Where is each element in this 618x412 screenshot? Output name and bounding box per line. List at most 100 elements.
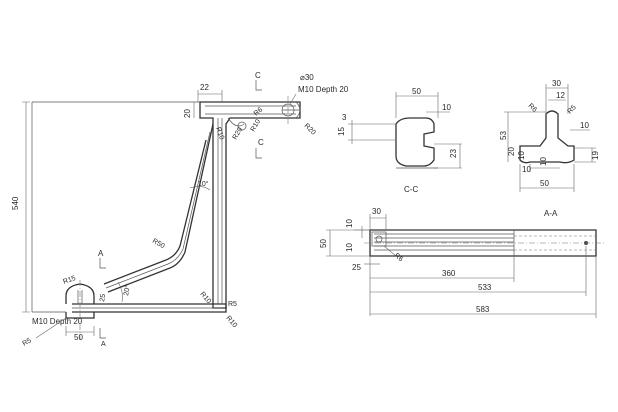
slanted-arm-inner [103, 139, 207, 285]
section-cc-dim-top-text: 50 [412, 87, 421, 96]
hole-thread-text: M10 Depth 20 [298, 85, 349, 94]
radius-r20-b-text: R20 [303, 122, 317, 136]
section-aa-profile [519, 110, 575, 164]
bottom-view-dim-10-top [354, 226, 370, 238]
bottom-view-dim-360-text: 360 [442, 269, 456, 278]
radius-r5-left-text: R5 [22, 337, 33, 348]
radius-r15-text: R15 [62, 275, 77, 286]
bottom-view-dim-360-line [370, 256, 515, 282]
radius-r10-a-text: R10 [250, 118, 263, 133]
section-aa-dim-right-low-line [574, 147, 596, 163]
section-c-label-bottom: C [258, 138, 264, 147]
bottom-view-dim-583-text: 583 [476, 305, 490, 314]
top-tab-right [295, 101, 301, 119]
section-aa-dim-bottom-1-text: 10 [522, 165, 531, 174]
radius-r20-a-text: R20 [232, 126, 245, 141]
main-view: C C A A 540 22 20 ⌀30 M10 Depth 20 R6 R1… [11, 71, 349, 348]
bottom-view-dim-533-text: 533 [478, 283, 492, 292]
section-aa-label: A-A [544, 209, 558, 218]
thread-bottom-text: M10 Depth 20 [32, 317, 83, 326]
section-aa: 30 12 R6 R5 53 10 20 10 10 10 19 50 A-A [499, 79, 600, 218]
top-plate-outline [199, 101, 301, 309]
section-cc-dim-right-text: 10 [442, 103, 451, 112]
section-c-mark-top [255, 80, 262, 91]
radius-r50-text: R50 [151, 238, 166, 251]
bottom-view-dim-50-text: 50 [319, 239, 328, 248]
dim-22-text: 22 [200, 83, 209, 92]
radius-r6-text: R6 [253, 106, 264, 117]
section-cc-profile [395, 117, 435, 167]
section-c-label-top: C [255, 71, 261, 80]
bottom-view-dim-30-text: 30 [372, 207, 381, 216]
section-cc-label: C-C [404, 185, 418, 194]
section-a-label-bottom: A [101, 341, 106, 348]
section-cc-dim-top [395, 92, 439, 118]
section-aa-r5-text: R5 [566, 104, 577, 115]
dim-25-text: 25 [99, 293, 107, 302]
bottom-view: 10 30 50 10 25 R6 360 533 583 [319, 207, 604, 318]
section-aa-dim-bottom-small [529, 164, 560, 172]
bottom-view-hidden [514, 235, 596, 251]
section-cc: 50 10 3 15 23 C-C [337, 87, 462, 194]
section-aa-dim-right-low-text: 19 [591, 151, 600, 160]
slanted-arm-mid [105, 131, 211, 289]
angle-10-text: 10° [198, 180, 209, 188]
top-plate-inner [205, 105, 296, 304]
section-aa-dim-top-text: 30 [552, 79, 561, 88]
section-aa-dim-bottom-text: 50 [540, 179, 549, 188]
section-aa-dims-top [545, 84, 569, 114]
radius-r5-corner-text: R5 [228, 301, 237, 308]
section-c-mark-bottom [255, 148, 262, 159]
bottom-view-end-hole [375, 235, 383, 243]
bottom-view-dim-533-line [369, 246, 587, 316]
bottom-view-r6-leader [383, 245, 397, 257]
section-aa-dim-bottom-line [519, 164, 575, 192]
bottom-view-dim-10-top-text: 10 [345, 219, 354, 228]
section-aa-dim-left-low-1-text: 20 [507, 147, 516, 156]
radius-r10-corner-b-text: R10 [224, 315, 238, 329]
section-aa-dim-bottom-2-text: 10 [539, 157, 548, 166]
dim-50-bottom-text: 50 [74, 333, 83, 342]
section-aa-r6-text: R6 [527, 102, 538, 113]
section-aa-dim-right-text: 10 [580, 121, 589, 130]
section-aa-dim-left-text: 53 [499, 131, 508, 140]
dim-540-line [22, 101, 30, 313]
section-cc-dim-left-2-text: 15 [337, 127, 346, 136]
dim-22-line [197, 90, 223, 102]
hole-leader [289, 93, 297, 105]
radius-r10-b-text: R10 [214, 126, 225, 141]
bottom-view-dim-50-line [326, 229, 370, 257]
angle-20-arc [117, 281, 123, 303]
dim-540-text: 540 [11, 196, 20, 210]
angle-20-text: 20° [122, 284, 132, 296]
section-a-mark-top [99, 258, 106, 269]
radius-r10-corner-a-text: R10 [198, 291, 212, 305]
bottom-view-inner-lines [374, 233, 514, 251]
dim-20-text: 20 [183, 109, 192, 118]
bottom-view-r6-text: R6 [393, 252, 404, 263]
bottom-view-dim-30-line [369, 214, 387, 230]
top-fillet [227, 117, 245, 127]
bottom-boss-slot [77, 290, 83, 304]
bottom-bar-outline [72, 303, 227, 313]
section-aa-dim-left-line [504, 111, 546, 162]
bottom-view-dim-25-text: 25 [352, 263, 361, 272]
section-cc-dim-left-1-text: 3 [342, 113, 347, 122]
dim-50-bottom-line [65, 326, 95, 336]
section-a-label-top: A [98, 249, 104, 258]
section-a-mark-bottom [99, 328, 106, 339]
section-cc-dim-br-text: 23 [449, 149, 458, 158]
section-cc-dim-br-line [434, 143, 462, 169]
hole-dia-text: ⌀30 [300, 73, 314, 82]
bottom-view-dim-583-line [370, 256, 597, 318]
r5-left-leader [35, 317, 67, 339]
section-cc-dim-left-line [348, 120, 396, 144]
bottom-view-end-square [371, 231, 387, 247]
section-aa-dim-top-inner-text: 12 [556, 91, 565, 100]
section-aa-dim-left-low-2-text: 10 [517, 151, 526, 160]
top-fillet-small [237, 121, 247, 131]
angle-10-arc [189, 186, 211, 191]
slanted-arm-outer [107, 123, 214, 293]
bottom-view-dim-10-left-text: 10 [345, 243, 354, 252]
